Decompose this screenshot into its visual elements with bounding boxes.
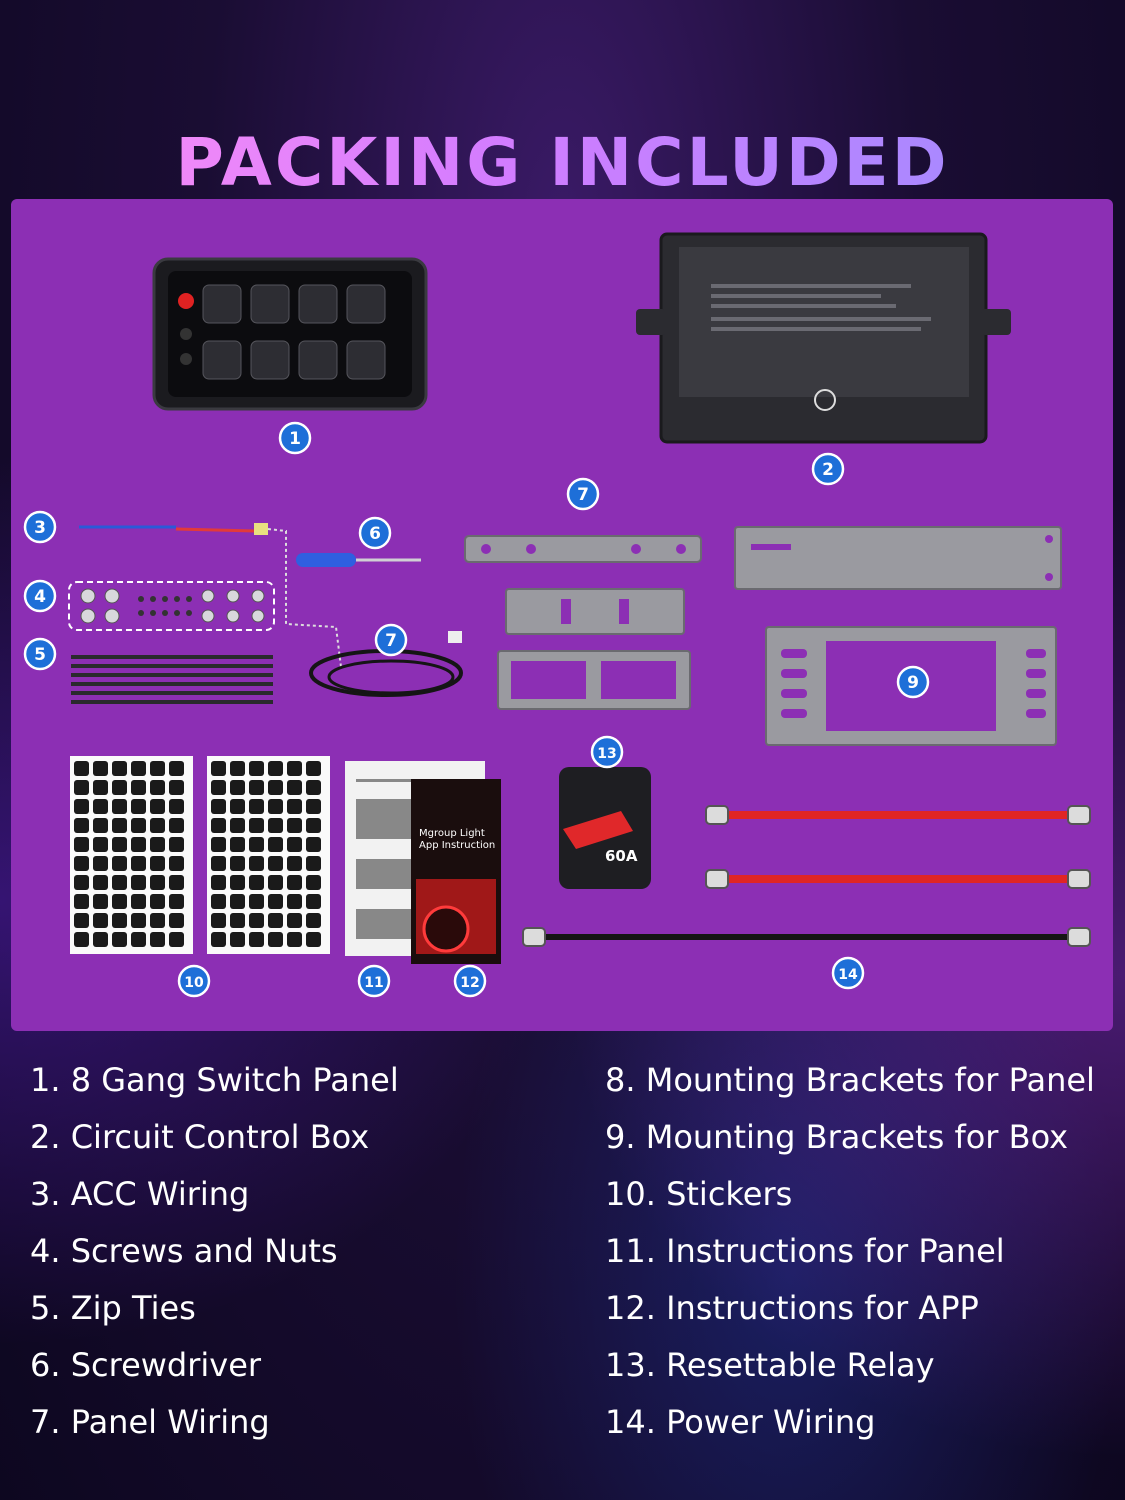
page-title: PACKING INCLUDED (0, 124, 1125, 201)
callout-6: 6 (358, 516, 392, 550)
list-item: 4. Screws and Nuts (30, 1232, 338, 1270)
svg-text:7: 7 (577, 485, 589, 505)
switch-panel-illustration (152, 257, 428, 411)
svg-text:4: 4 (34, 587, 46, 607)
callout-2: 2 (811, 452, 845, 486)
svg-text:11: 11 (364, 975, 383, 991)
item-list-right: 8. Mounting Brackets for Panel 9. Mounti… (605, 1058, 1095, 1457)
list-item: 6. Screwdriver (30, 1346, 262, 1384)
list-item: 10. Stickers (605, 1175, 793, 1213)
callout-11: 11 (357, 964, 391, 998)
svg-text:10: 10 (184, 975, 204, 991)
relay-amp-label: 60A (605, 847, 638, 865)
list-item: 1. 8 Gang Switch Panel (30, 1061, 399, 1099)
control-box-illustration (636, 232, 1011, 444)
callout-7: 7 (374, 623, 408, 657)
svg-text:5: 5 (34, 645, 46, 665)
manual-title-line1: Mgroup Light (419, 828, 485, 839)
relay-illustration: 60A (559, 767, 651, 889)
svg-text:12: 12 (460, 975, 479, 991)
callout-14: 14 (831, 956, 865, 990)
svg-text:1: 1 (289, 429, 301, 449)
svg-text:13: 13 (597, 746, 616, 762)
list-item: 11. Instructions for Panel (605, 1232, 1005, 1270)
zip-ties-illustration (71, 655, 273, 704)
svg-text:3: 3 (34, 518, 46, 538)
list-item: 3. ACC Wiring (30, 1175, 250, 1213)
acc-wiring-illustration (79, 523, 342, 668)
callout-13: 13 (590, 735, 624, 769)
item-list-left: 1. 8 Gang Switch Panel 2. Circuit Contro… (30, 1058, 399, 1457)
power-wiring-illustration (522, 805, 1091, 947)
callout-5: 5 (23, 637, 57, 671)
list-item: 5. Zip Ties (30, 1289, 196, 1327)
app-instructions-illustration: Mgroup Light App Instruction (411, 779, 501, 964)
list-item: 7. Panel Wiring (30, 1403, 270, 1441)
callout-3: 3 (23, 510, 57, 544)
svg-text:2: 2 (822, 460, 834, 480)
screws-nuts-illustration (68, 581, 275, 631)
callout-1: 1 (278, 421, 312, 455)
manual-title-line2: App Instruction (419, 840, 495, 851)
svg-text:9: 9 (907, 673, 919, 693)
svg-text:6: 6 (369, 524, 381, 544)
list-item: 12. Instructions for APP (605, 1289, 979, 1327)
svg-text:7: 7 (385, 631, 397, 651)
list-item: 2. Circuit Control Box (30, 1118, 370, 1156)
list-item: 14. Power Wiring (605, 1403, 876, 1441)
stickers-illustration (70, 756, 330, 954)
callout-7: 7 (566, 477, 600, 511)
list-item: 13. Resettable Relay (605, 1346, 935, 1384)
list-item: 8. Mounting Brackets for Panel (605, 1061, 1095, 1099)
callout-10: 10 (177, 964, 211, 998)
callout-12: 12 (453, 964, 487, 998)
product-illustration: Mgroup Light App Instruction 60A 1234567… (23, 232, 1091, 998)
screwdriver-illustration (296, 553, 421, 567)
callout-4: 4 (23, 579, 57, 613)
svg-text:14: 14 (838, 967, 858, 983)
callout-9: 9 (896, 665, 930, 699)
list-item: 9. Mounting Brackets for Box (605, 1118, 1069, 1156)
